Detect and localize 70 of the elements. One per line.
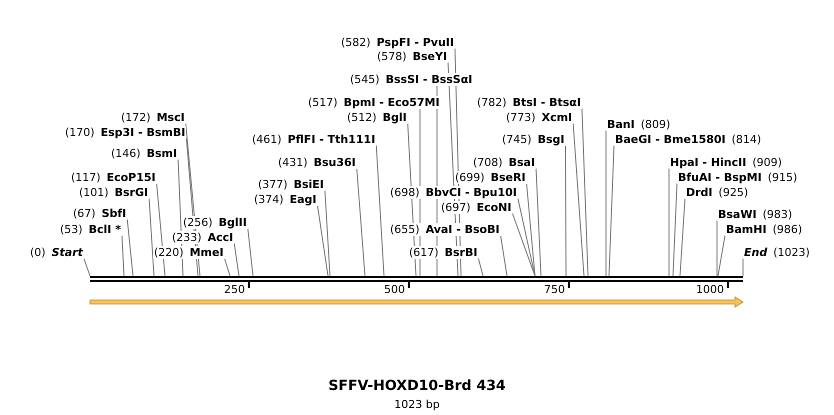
leader-line: [608, 145, 614, 276]
enzyme-site-label: (146) BsmI: [110, 146, 178, 160]
enzyme-site-label: (578) BseYI: [376, 50, 448, 62]
enzyme-site-label: (697) EcoNI: [440, 200, 512, 214]
enzyme-site-label: (782) BtsI - BtsαI: [476, 96, 582, 108]
leader-line: [126, 219, 134, 276]
leader-line: [716, 220, 718, 276]
enzyme-site-label: (53) BclI *: [59, 222, 122, 236]
tick-label: 500: [384, 283, 405, 296]
leader-line: [526, 183, 536, 276]
leader-line: [668, 168, 670, 276]
enzyme-site-label: (745) BsgI: [501, 132, 566, 146]
tick-label: 250: [224, 283, 245, 296]
leader-line: [718, 235, 726, 276]
leader-line: [680, 198, 686, 276]
enzyme-site-label: (101) BsrGI: [78, 186, 150, 198]
enzyme-site-label: (617) BsrBI: [408, 246, 478, 258]
enzyme-site-label: (256) BglII: [182, 216, 248, 228]
leader-line: [83, 258, 90, 276]
leader-line: [536, 168, 542, 276]
leader-line: [121, 235, 124, 276]
enzyme-site-label: (655) AvaI - BsoBI: [389, 222, 501, 236]
enzyme-site-label: HpaI - HincII (909): [669, 156, 783, 168]
leader-line: [572, 123, 584, 276]
enzyme-site-label: BfuAI - BspMI (915): [677, 170, 798, 184]
enzyme-site-label: BsaWI (983): [717, 208, 794, 220]
enzyme-site-label: (699) BseRI: [454, 170, 527, 184]
enzyme-site-label: (220) MmeI: [153, 246, 225, 258]
leader-line: [565, 145, 566, 276]
enzyme-site-label: (517) BpmI - Eco57MI: [307, 96, 441, 108]
leader-line: [148, 198, 154, 276]
enzyme-site-label: BamHI (986): [725, 222, 804, 236]
enzyme-site-label: (172) MscI: [120, 110, 186, 124]
enzyme-site-label: (582) PspFI - PvuII: [340, 36, 455, 48]
enzyme-site-label: End (1023): [743, 246, 811, 258]
enzyme-site-label: (698) BbvCI - Bpu10I: [389, 186, 518, 198]
sequence-length: 1023 bp: [394, 398, 440, 411]
leader-line: [224, 258, 230, 276]
leader-line: [478, 258, 484, 276]
map-title: SFFV-HOXD10-Brd 434: [328, 378, 506, 394]
leader-line: [356, 168, 366, 276]
tick-label: 750: [544, 283, 565, 296]
enzyme-site-label: BaeGI - Bme1580I (814): [614, 132, 762, 146]
enzyme-site-label: (431) Bsu36I: [277, 156, 357, 168]
enzyme-site-label: (0) Start: [29, 246, 84, 258]
enzyme-site-label: (708) BsaI: [472, 156, 536, 168]
enzyme-site-label: (461) PflFI - Tth111I: [251, 132, 376, 146]
enzyme-site-label: (117) EcoP15I: [70, 170, 157, 184]
enzyme-site-label: (512) BglI: [346, 110, 408, 124]
leader-line: [376, 145, 384, 276]
leader-line: [517, 198, 536, 276]
leader-line: [581, 108, 588, 276]
enzyme-site-label: BanI (809): [606, 118, 672, 130]
enzyme-site-label: (233) AccI: [171, 230, 234, 244]
enzyme-site-label: (170) Esp3I - BsmBI: [64, 126, 186, 138]
leader-line: [234, 243, 240, 276]
enzyme-site-label: (545) BssSI - BssSαI: [349, 72, 474, 86]
leader-line: [500, 235, 508, 276]
leader-line: [672, 183, 678, 276]
leader-line: [742, 258, 744, 276]
enzyme-site-label: (374) EagI: [253, 192, 318, 206]
enzyme-site-label: (377) BsiEI: [257, 178, 325, 190]
tick-label: 1000: [696, 283, 724, 296]
enzyme-site-label: (67) SbfI: [72, 206, 128, 220]
leader-line: [317, 205, 328, 276]
leader-line: [247, 228, 254, 276]
enzyme-site-label: DrdI (925): [685, 186, 750, 198]
leader-line: [324, 190, 330, 276]
leader-line: [512, 213, 536, 276]
enzyme-site-label: (773) XcmI: [505, 110, 574, 124]
